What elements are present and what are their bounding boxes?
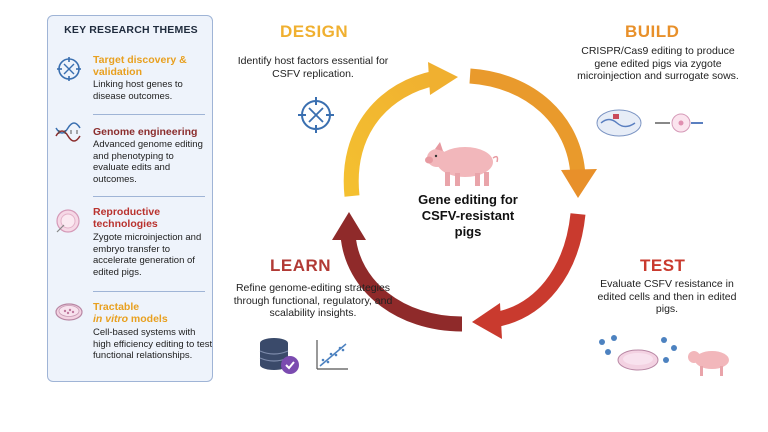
- key-research-themes-panel: KEY RESEARCH THEMES Target discovery &va…: [47, 15, 213, 382]
- stage-learn-text: Refine genome-editing strategies through…: [233, 282, 393, 319]
- stage-design-text: Identify host factors essential for CSFV…: [237, 55, 389, 80]
- divider: [93, 291, 205, 292]
- database-check-icon: [259, 338, 299, 374]
- test-arc: [492, 213, 586, 328]
- theme-desc-in-vitro-models: Cell-based systems with high efficiency …: [93, 327, 213, 361]
- design-arc: [343, 70, 438, 197]
- build-arrowhead: [561, 169, 597, 198]
- learn-arc: [340, 234, 463, 332]
- learn-arrowhead: [332, 212, 366, 240]
- stage-test-label: TEST: [640, 256, 686, 275]
- petri-dish-icon: [55, 303, 83, 321]
- stage-build-label: BUILD: [625, 22, 680, 41]
- dna-scissors-icon: [55, 122, 81, 142]
- dna-target-icon: [57, 57, 81, 81]
- theme-desc-reproductive-technologies: Zygote microinjection and embryo transfe…: [93, 232, 202, 278]
- theme-desc-genome-engineering: Advanced genome editing and phenotyping …: [93, 139, 203, 185]
- divider: [93, 196, 205, 197]
- test-cells-pig-icon: [599, 335, 729, 376]
- design-arrowhead: [428, 62, 458, 95]
- stage-build-text: CRISPR/Cas9 editing to produce gene edit…: [577, 45, 739, 82]
- dna-target-icon: [298, 97, 334, 133]
- crispr-microinjection-icon: [596, 109, 703, 137]
- divider: [93, 114, 205, 115]
- pig-illustration: [425, 142, 499, 186]
- stage-learn-label: LEARN: [270, 256, 332, 275]
- sidebar-title: KEY RESEARCH THEMES: [64, 24, 198, 36]
- theme-desc-target-discovery: Linking host genes to disease outcomes.: [93, 79, 183, 102]
- stage-design-label: DESIGN: [280, 22, 349, 41]
- stage-test-text: Evaluate CSFV resistance in edited cells…: [597, 278, 737, 315]
- zygote-icon: [56, 209, 80, 233]
- theme-title-target-discovery: Target discovery &validation: [93, 54, 187, 78]
- scatter-plot-icon: [316, 340, 348, 370]
- theme-title-genome-engineering: Genome engineering: [93, 126, 198, 138]
- build-arc: [469, 68, 586, 177]
- test-arrowhead: [472, 303, 502, 339]
